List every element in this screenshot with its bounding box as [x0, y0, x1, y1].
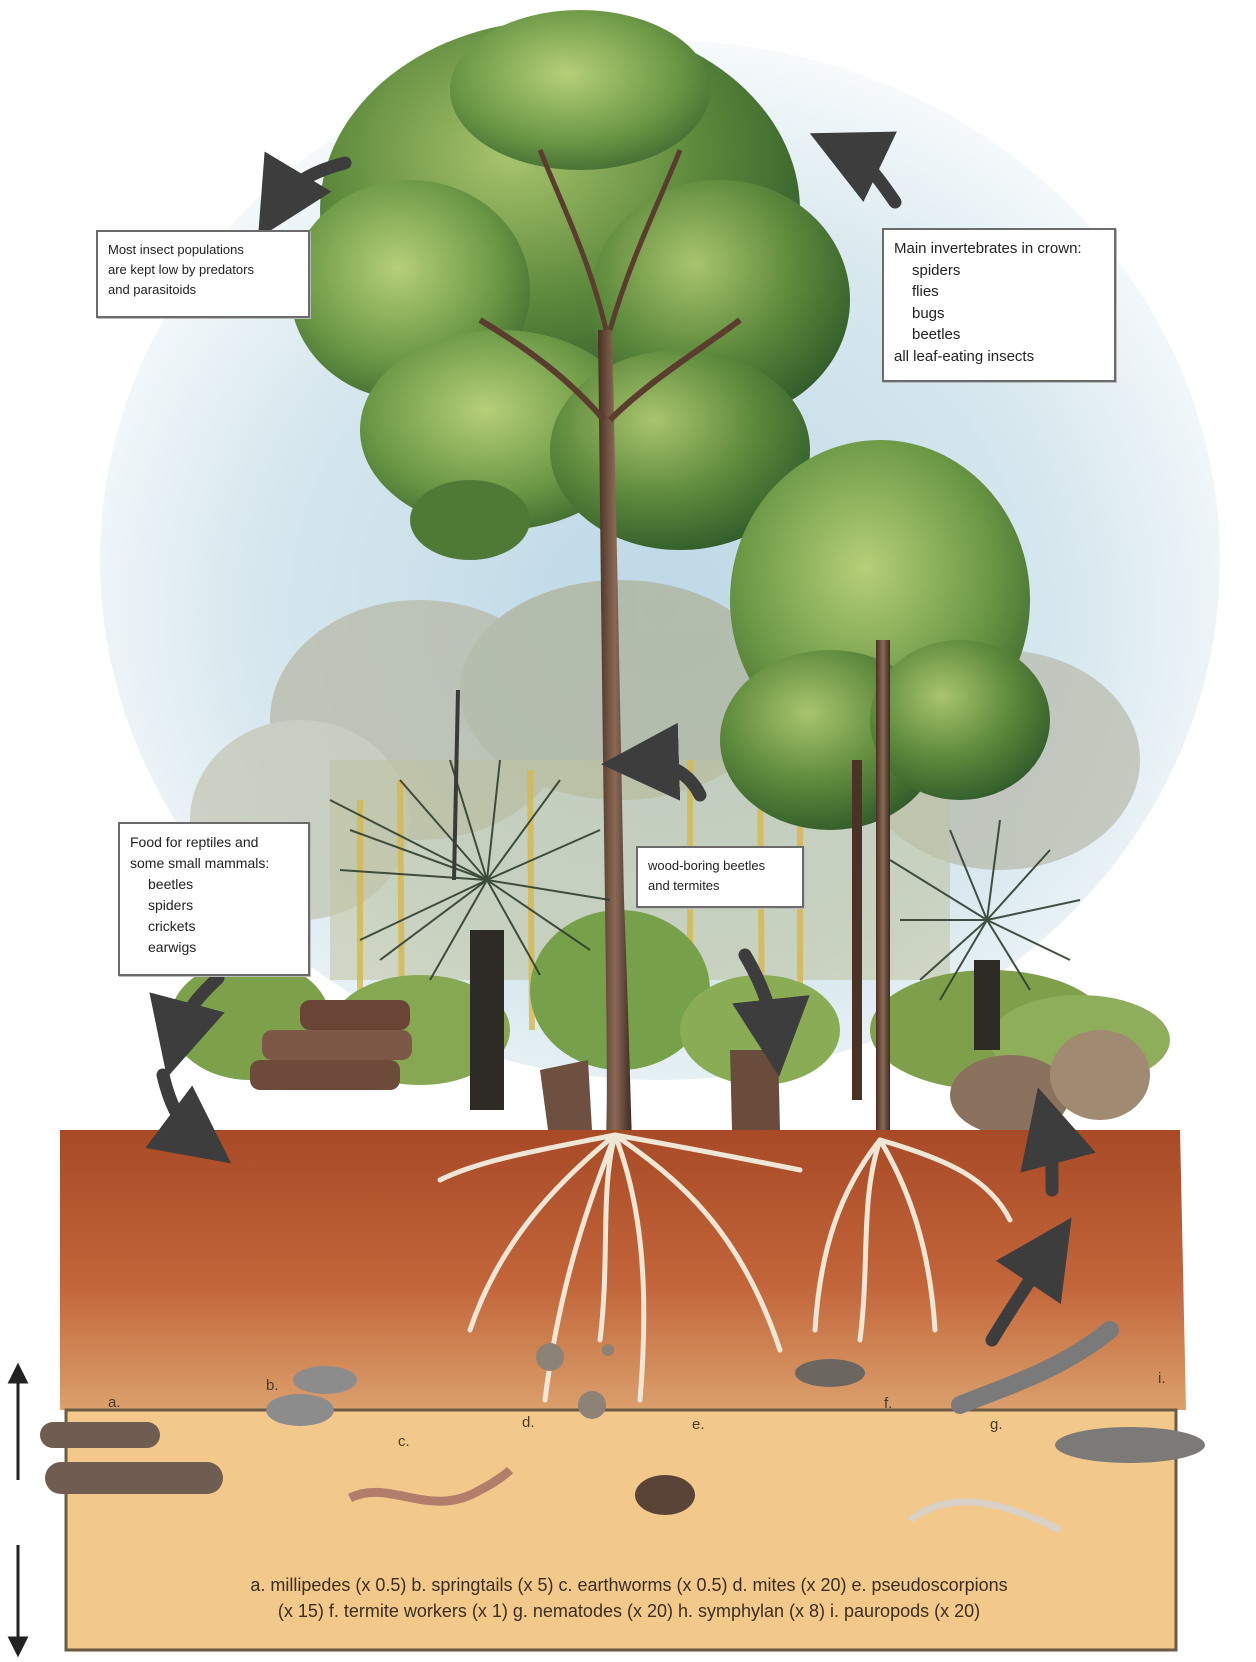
food-item-beetles: beetles	[130, 874, 298, 895]
crown-item-spiders: spiders	[894, 260, 1104, 282]
food-line-2: some small mammals:	[130, 853, 298, 874]
soil-letter-f: f.	[884, 1395, 892, 1412]
wood-line-2: and termites	[648, 876, 792, 896]
predators-line-3: and parasitoids	[108, 280, 298, 300]
soil-letter-g: g.	[990, 1416, 1003, 1433]
soil-letter-i: i.	[1158, 1370, 1166, 1387]
food-note: Food for reptiles and some small mammals…	[118, 822, 310, 976]
soil-layer	[60, 1130, 1186, 1410]
food-item-earwigs: earwigs	[130, 937, 298, 958]
legend-line-1: a. millipedes (x 0.5) b. springtails (x …	[82, 1572, 1176, 1598]
legend-line-2: (x 15) f. termite workers (x 1) g. nemat…	[82, 1598, 1176, 1624]
food-item-crickets: crickets	[130, 916, 298, 937]
predators-line-2: are kept low by predators	[108, 260, 298, 280]
soil-letter-c: c.	[398, 1433, 410, 1450]
soil-letter-e: e.	[692, 1416, 705, 1433]
crown-title: Main invertebrates in crown:	[894, 238, 1104, 260]
crown-footer: all leaf-eating insects	[894, 346, 1104, 368]
wood-line-1: wood-boring beetles	[648, 856, 792, 876]
crown-item-bugs: bugs	[894, 303, 1104, 325]
predators-line-1: Most insect populations	[108, 240, 298, 260]
crown-invertebrates-note: Main invertebrates in crown: spiders fli…	[882, 228, 1116, 382]
arrow-soil-up-2	[1048, 1125, 1052, 1190]
food-item-spiders: spiders	[130, 895, 298, 916]
soil-letter-a: a.	[108, 1394, 121, 1411]
wood-boring-note: wood-boring beetles and termites	[636, 846, 804, 908]
crown-item-flies: flies	[894, 281, 1104, 303]
depth-scale	[10, 1366, 26, 1654]
predators-note: Most insect populations are kept low by …	[96, 230, 310, 318]
soil-letter-b: b.	[266, 1377, 279, 1394]
soil-fauna-legend: a. millipedes (x 0.5) b. springtails (x …	[82, 1572, 1176, 1624]
soil-letter-d: d.	[522, 1414, 535, 1431]
termite-illustration	[795, 1359, 865, 1387]
crown-item-beetles: beetles	[894, 324, 1104, 346]
food-line-1: Food for reptiles and	[130, 832, 298, 853]
pauropod-illustration	[1055, 1427, 1205, 1463]
pseudoscorpion-illustration	[635, 1475, 695, 1515]
